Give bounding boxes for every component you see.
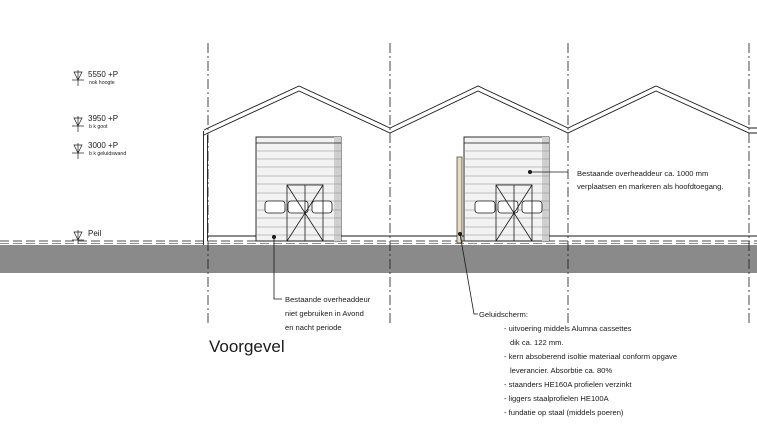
roof-outline [203,85,757,136]
level-marker-nok: 5550 +P nok hoogte [72,70,118,86]
door-left-note-line-2: niet gebruiken in Avond [285,309,364,318]
screen-note-line-4: leverancier. Absorbtie ca. 80% [510,366,612,375]
drawing-title: Voorgevel [209,337,285,356]
leader-door-left [272,235,282,300]
level-marker-geluidswand: 3000 +P b k geluidswand [72,141,126,159]
level-geluidswand-value: 3000 +P [88,141,118,150]
screen-note-line-3: - kern absoberend isoltie materiaal conf… [504,352,677,361]
level-marker-peil: Peil [72,229,102,244]
leader-door-right [528,170,568,174]
door-right-note-line-2: verplaatsen en markeren als hoofdtoegang… [577,182,724,191]
screen-note-line-7: - fundatie op staal (middels poeren) [504,408,624,417]
sound-screen-panel [456,156,463,244]
level-peil-label: Peil [88,229,102,238]
door-left-note-line-1: Bestaande overheaddeur [285,295,371,304]
leader-sound-screen [458,232,478,315]
door-right-note-line-1: Bestaande overheaddeur ca. 1000 mm [577,169,708,178]
level-marker-goot: 3950 +P b k goot [72,114,118,132]
screen-note-line-1: - uitvoering middels Alumna cassettes [504,324,632,333]
level-nok-label: nok hoogte [89,80,115,86]
screen-note-heading: Geluidscherm: [479,310,528,319]
door-left-note-line-3: en nacht periode [285,323,342,332]
level-nok-value: 5550 +P [88,70,118,79]
screen-note-line-6: - liggers staalprofielen HE100A [504,394,610,403]
overhead-door-right [463,136,550,242]
level-goot-value: 3950 +P [88,114,118,123]
grid-lines [207,43,750,326]
ground-band [0,245,757,273]
overhead-door-left [255,136,342,242]
level-goot-label: b k goot [89,124,108,130]
screen-note-line-2: dik ca. 122 mm. [510,338,564,347]
screen-note-line-5: - staanders HE160A profielen verzinkt [504,380,632,389]
level-geluidswand-label: b k geluidswand [89,151,126,157]
